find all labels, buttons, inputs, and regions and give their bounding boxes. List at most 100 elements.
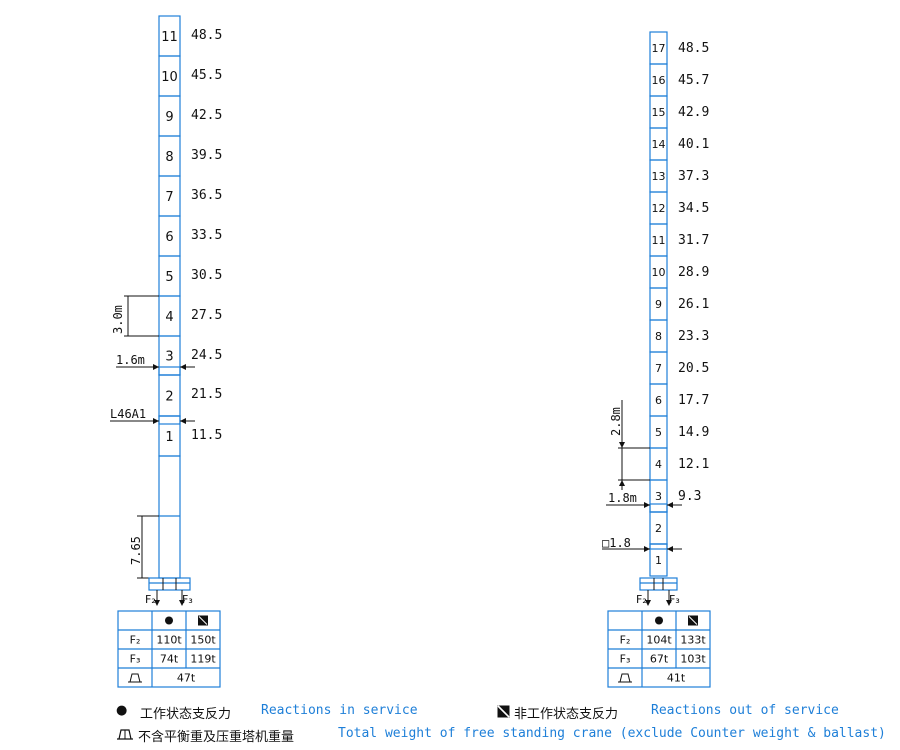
transition-section (158, 366, 181, 376)
reaction-force-label: F₂ (620, 634, 631, 647)
section-number: 10 (652, 266, 666, 279)
reaction-out-of-service-value: 103t (680, 653, 706, 666)
section-number: 11 (652, 234, 666, 247)
mast-type-label: □1.8 (602, 536, 631, 550)
section-number: 12 (652, 202, 666, 215)
section-number: 16 (652, 74, 666, 87)
ballast-weight-icon-shape (128, 673, 142, 683)
reaction-out-of-service-value: 150t (190, 634, 216, 647)
ballast-weight-icon (128, 673, 142, 683)
section-number: 3 (165, 350, 173, 365)
section-number: 1 (655, 554, 662, 567)
section-number: 7 (655, 362, 662, 375)
section-height-value: 39.5 (191, 148, 222, 163)
section-number: 10 (161, 70, 178, 85)
dim-arrow-left (667, 502, 673, 508)
section-number: 1 (165, 430, 173, 445)
legend-row-2: 不含平衡重及压重塔机重量 Total weight of free standi… (0, 726, 900, 748)
crane-weight-value: 47t (177, 672, 196, 685)
section-height-value: 31.7 (678, 233, 709, 248)
section-number: 14 (652, 138, 666, 151)
section-height-value: 33.5 (191, 228, 222, 243)
section-number: 6 (655, 394, 662, 407)
reaction-force-label: F₂ (130, 634, 141, 647)
section-height-value: 34.5 (678, 201, 709, 216)
ballast-weight-icon (618, 673, 632, 683)
section-height-value: 40.1 (678, 137, 709, 152)
section-height-dim: 2.8m (609, 407, 623, 436)
section-number: 6 (165, 230, 173, 245)
hatched-square-icon-stroke (198, 616, 208, 625)
dim-arrow-right (153, 418, 159, 424)
section-height-value: 48.5 (678, 41, 709, 56)
weight-label-zh: 不含平衡重及压重塔机重量 (138, 730, 295, 745)
section-height-value: 45.7 (678, 73, 709, 88)
section-number: 3 (655, 490, 662, 503)
dim-arrow-right (153, 364, 159, 370)
reaction-f3-label: F₃ (182, 593, 193, 606)
dim-arrow-left (667, 546, 673, 552)
mast-width-dim: 1.8m (608, 491, 637, 505)
transition-section (649, 503, 668, 513)
out-service-label-en: Reactions out of service (651, 703, 839, 718)
section-height-value: 20.5 (678, 361, 709, 376)
section-height-value: 23.3 (678, 329, 709, 344)
section-height-value: 30.5 (191, 268, 222, 283)
filled-circle-icon: ● (116, 703, 128, 718)
section-height-value: 9.3 (678, 489, 701, 504)
reaction-f2-arrow (645, 600, 651, 606)
section-number: 8 (655, 330, 662, 343)
filled-circle-icon (655, 616, 663, 625)
section-height-value: 14.9 (678, 425, 709, 440)
section-height-value: 11.5 (191, 428, 222, 443)
reaction-f2-label: F₂ (145, 593, 156, 606)
base-frame (639, 577, 678, 591)
crane-weight-value: 41t (667, 672, 686, 685)
section-number: 2 (165, 390, 173, 405)
section-height-value: 12.1 (678, 457, 709, 472)
dim-arrow-right (644, 502, 650, 508)
reaction-out-of-service-value: 119t (190, 653, 216, 666)
base-height-dim: 7.65 (129, 536, 143, 565)
legend-row-1: ● 工作状态支反力 Reactions in service 非工作状态支反力 … (0, 703, 900, 725)
in-service-label-zh: 工作状态支反力 (140, 707, 232, 722)
section-height-value: 48.5 (191, 28, 222, 43)
section-number: 7 (165, 190, 173, 205)
ballast-weight-icon-shape (618, 673, 632, 683)
section-number: 9 (655, 298, 662, 311)
transition-section (649, 543, 668, 550)
mast-width-dim: 1.6m (116, 353, 145, 367)
section-height-value: 42.9 (678, 105, 709, 120)
dim-arrow-down (619, 442, 625, 448)
base-frame (148, 577, 191, 591)
hatched-square-icon-stroke (688, 616, 698, 625)
filled-circle-icon (165, 616, 173, 625)
dim-arrow-up (619, 480, 625, 486)
reaction-force-label: F₃ (620, 653, 631, 666)
transition-section (158, 415, 181, 425)
section-height-value: 27.5 (191, 308, 222, 323)
section-number: 13 (652, 170, 666, 183)
reaction-f3-arrow (179, 600, 185, 606)
reaction-f2-arrow (154, 600, 160, 606)
reaction-f3-arrow (666, 600, 672, 606)
section-number: 11 (161, 30, 178, 45)
section-height-value: 26.1 (678, 297, 709, 312)
dim-arrow-left (180, 418, 186, 424)
section-height-value: 37.3 (678, 169, 709, 184)
base-mast (158, 455, 181, 579)
section-number: 8 (165, 150, 173, 165)
section-number: 15 (652, 106, 666, 119)
section-height-value: 17.7 (678, 393, 709, 408)
section-height-value: 42.5 (191, 108, 222, 123)
section-number: 4 (655, 458, 662, 471)
reaction-f2-label: F₂ (636, 593, 647, 606)
hatched-square-icon (497, 705, 510, 722)
section-height-value: 36.5 (191, 188, 222, 203)
reaction-in-service-value: 104t (646, 634, 672, 647)
section-height-value: 24.5 (191, 348, 222, 363)
reaction-in-service-value: 110t (156, 634, 182, 647)
